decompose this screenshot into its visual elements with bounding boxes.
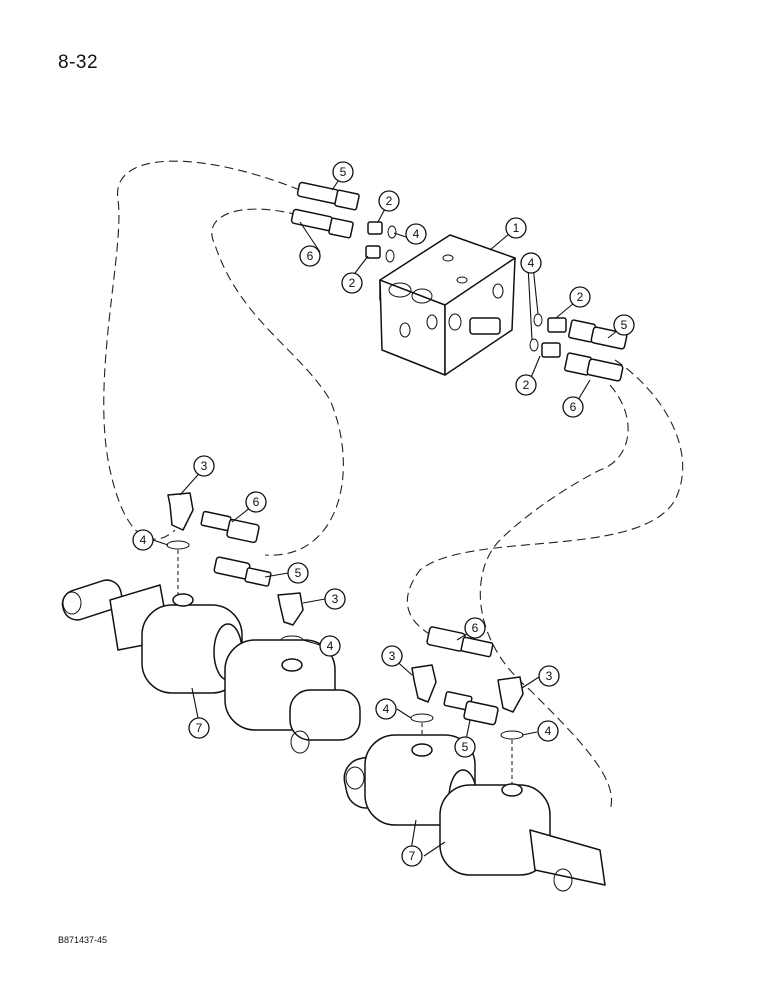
callout-3: 3 (538, 665, 560, 687)
callout-6: 6 (299, 245, 321, 267)
svg-text:5: 5 (621, 318, 628, 332)
svg-text:4: 4 (327, 639, 334, 653)
svg-text:2: 2 (349, 276, 356, 290)
svg-text:3: 3 (201, 459, 208, 473)
valve-block (379, 234, 516, 376)
callout-5: 5 (332, 161, 354, 183)
callout-6: 6 (245, 491, 267, 513)
svg-text:4: 4 (528, 256, 535, 270)
callout-7: 7 (188, 717, 210, 739)
svg-text:2: 2 (386, 194, 393, 208)
right-cylinder (343, 734, 606, 892)
callout-3: 3 (381, 645, 403, 667)
svg-text:4: 4 (140, 533, 147, 547)
callout-6: 6 (562, 396, 584, 418)
svg-text:4: 4 (413, 227, 420, 241)
svg-text:4: 4 (545, 724, 552, 738)
callout-6: 6 (464, 617, 486, 639)
callout-2: 2 (341, 272, 363, 294)
svg-text:5: 5 (462, 740, 469, 754)
callout-2: 2 (378, 190, 400, 212)
callout-4: 4 (520, 252, 542, 274)
callout-2: 2 (569, 286, 591, 308)
svg-text:7: 7 (196, 721, 203, 735)
hose-fittings-upper-left (290, 181, 397, 263)
page-number: 8-32 (58, 52, 99, 73)
svg-text:3: 3 (389, 649, 396, 663)
svg-text:2: 2 (577, 290, 584, 304)
callout-7: 7 (401, 845, 423, 867)
callout-3: 3 (324, 588, 346, 610)
svg-text:6: 6 (253, 495, 260, 509)
hose-fittings-right (529, 313, 628, 382)
callout-4: 4 (375, 698, 397, 720)
callout-5: 5 (613, 314, 635, 336)
svg-text:2: 2 (523, 378, 530, 392)
left-cylinder (61, 579, 361, 754)
svg-text:4: 4 (383, 702, 390, 716)
callout-4: 4 (132, 529, 154, 551)
callout-4: 4 (537, 720, 559, 742)
svg-text:6: 6 (307, 249, 314, 263)
svg-text:1: 1 (513, 221, 520, 235)
callout-2: 2 (515, 374, 537, 396)
callout-4: 4 (405, 223, 427, 245)
callout-4: 4 (319, 635, 341, 657)
callout-3: 3 (193, 455, 215, 477)
callout-5: 5 (287, 562, 309, 584)
figure-code: B871437-45 (58, 935, 108, 945)
svg-text:5: 5 (340, 165, 347, 179)
svg-text:5: 5 (295, 566, 302, 580)
callout-5: 5 (454, 736, 476, 758)
svg-text:6: 6 (472, 621, 479, 635)
svg-text:7: 7 (409, 849, 416, 863)
svg-text:3: 3 (546, 669, 553, 683)
right-cylinder-fittings (410, 626, 524, 785)
callout-1: 1 (505, 217, 527, 239)
svg-text:6: 6 (570, 400, 577, 414)
svg-text:3: 3 (332, 592, 339, 606)
